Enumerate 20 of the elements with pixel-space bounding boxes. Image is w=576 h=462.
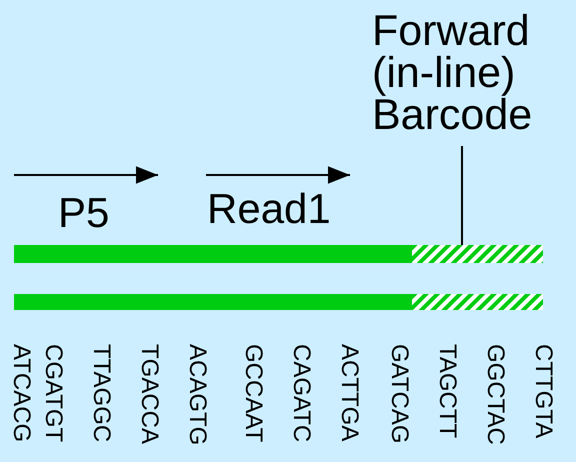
sequence-label: ATCACG [8, 344, 34, 442]
region-label: Read1 [207, 186, 331, 232]
barcode-segment [412, 245, 543, 263]
sequence-label: GATCAG [386, 344, 412, 444]
sequence-label: CAGATC [288, 344, 314, 442]
sequence-label: GCCAAT [240, 344, 266, 442]
sequence-label: CTTGTA [530, 344, 556, 438]
sequence-label: CGATGT [40, 344, 66, 442]
leader-line [461, 146, 463, 245]
sequence-label: ACAGTG [184, 344, 210, 446]
dna-strand [14, 245, 412, 263]
sequence-label: GGCTAC [482, 344, 508, 445]
sequence-label: TAGCTT [434, 344, 460, 438]
sequence-label: TTAGGC [88, 344, 114, 442]
dna-strand [14, 294, 412, 310]
sequence-label: ACTTGA [336, 344, 362, 442]
region-label: P5 [58, 190, 110, 236]
callout-label: Forward (in-line) Barcode [372, 10, 572, 138]
barcode-segment [412, 294, 543, 310]
sequence-label: TGACCA [136, 344, 162, 444]
